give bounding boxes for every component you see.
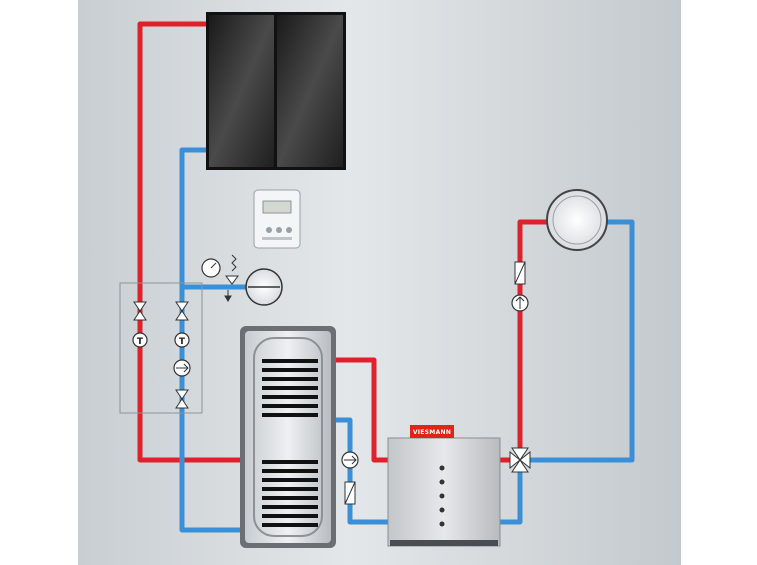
pump-icon [173,359,191,377]
indicator-dot [439,465,445,471]
heating-check-valve-icon [514,261,526,285]
expansion-vessel [245,268,283,306]
valve-icon [175,389,189,409]
thermometer-icon: T [132,332,148,348]
indicator-dot [439,521,445,527]
indicator-dot [439,493,445,499]
indicator-dot [439,479,445,485]
thermometer-icon: T [174,332,190,348]
solar-collector [206,12,346,170]
controller-display [262,200,292,214]
mixer-bypass-pipe [495,467,523,525]
indicator-dot [439,507,445,513]
pump-station: T T [119,282,203,414]
heating-return-pipe [527,219,635,463]
svg-text:T: T [137,337,144,347]
brand-strip [410,425,454,438]
controller-button-icon [266,227,272,233]
valve-icon [133,301,147,321]
mixing-valve-icon [509,447,531,473]
heating-pump-icon [511,294,529,312]
controller-button-icon [286,227,292,233]
storage-tank [240,326,336,548]
lower-heat-coil [262,460,318,527]
heating-riser-pipe [517,219,551,455]
boiler: VIESMANN [387,425,501,547]
heating-radiator [546,189,608,251]
pressure-gauge [201,258,221,278]
controller-button-icon [276,227,282,233]
solar-hot-pipe [137,21,265,463]
boiler-brand-label: VIESMANN [413,429,451,436]
upper-heat-coil [262,359,318,417]
safety-valve-icon [224,254,239,302]
svg-text:T: T [179,337,186,347]
tank-hot-pipe [325,357,395,463]
tank-pump-icon [341,451,359,469]
valve-icon [175,301,189,321]
solar-controller [253,189,301,249]
tank-cold-pipe [325,417,395,525]
check-valve-icon [344,481,356,505]
